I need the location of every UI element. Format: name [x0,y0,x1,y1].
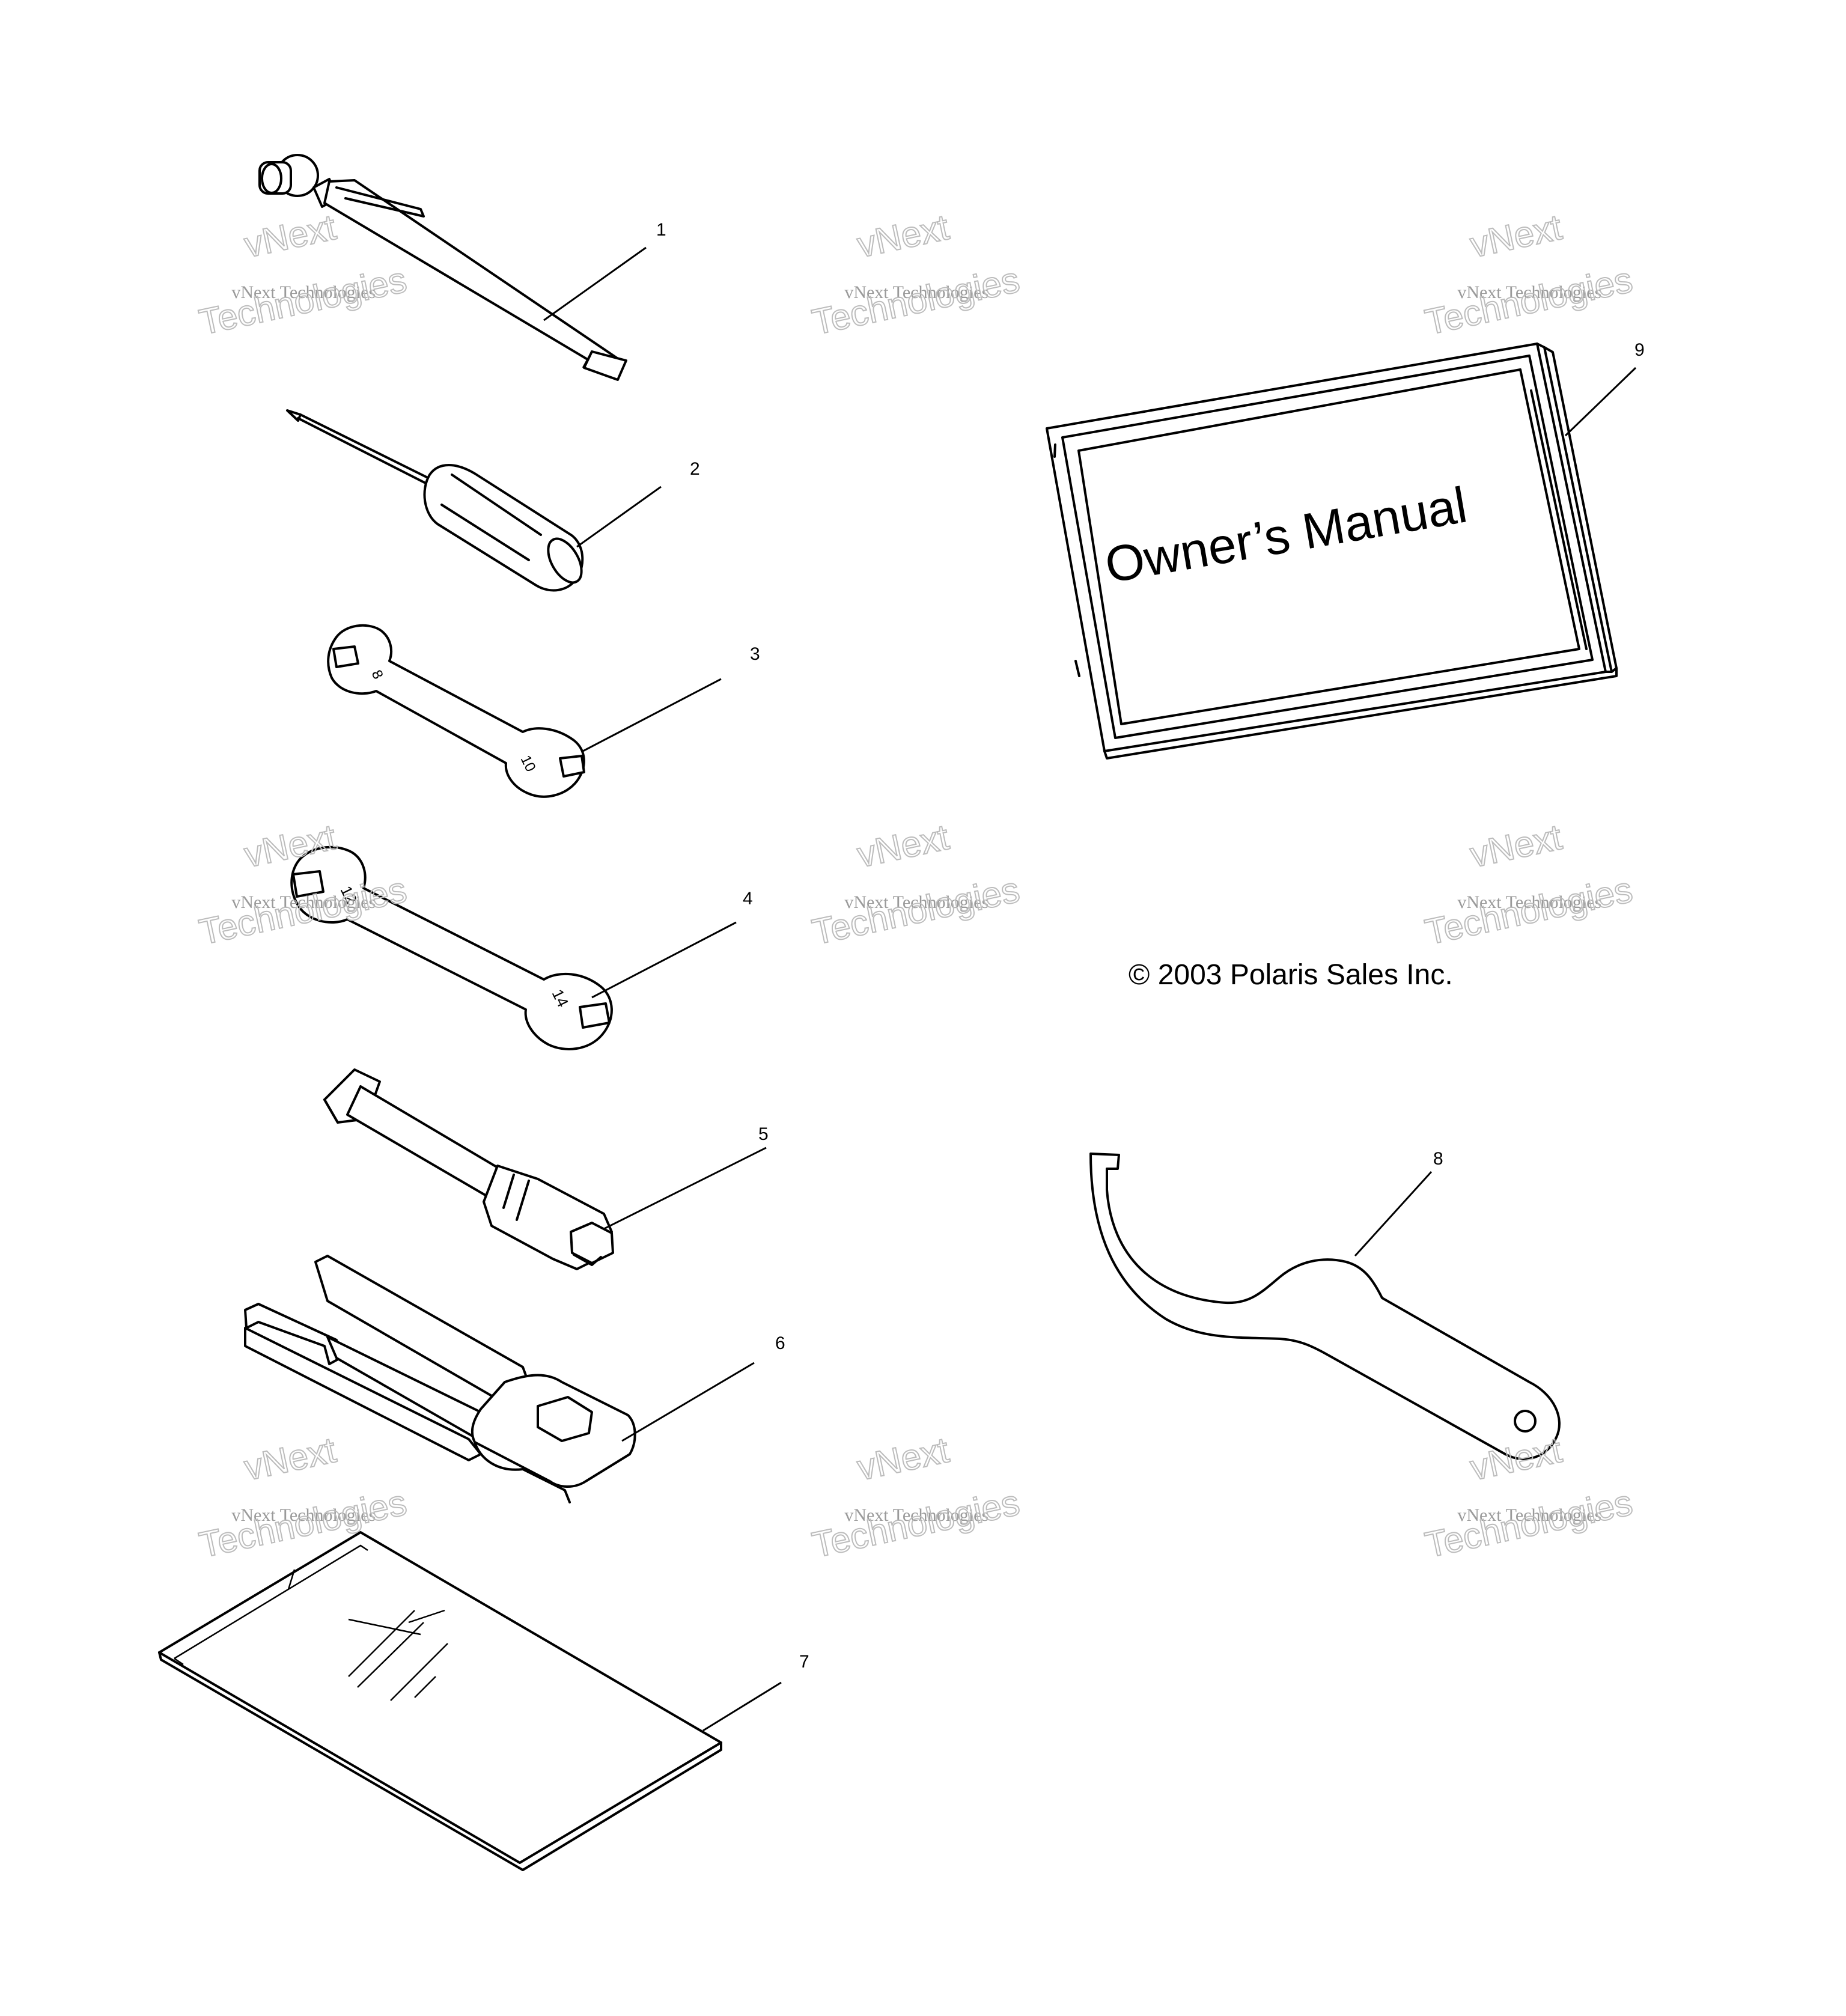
svg-text:vNext Technologies: vNext Technologies [844,282,988,302]
svg-text:vNext Technologies: vNext Technologies [1457,282,1601,302]
svg-text:Technologies: Technologies [809,260,1023,343]
copyright-notice: © 2003 Polaris Sales Inc. [1129,959,1453,991]
wrench-item-3: 8 10 [327,624,585,798]
svg-text:vNext Technologies: vNext Technologies [844,892,988,912]
wrench-item-4: 12 14 [290,845,613,1050]
watermark-mid-right: vNext vNext Technologies Technologies [1421,816,1637,953]
svg-text:Technologies: Technologies [1422,869,1636,952]
tool-bag-item-7 [158,1531,722,1871]
svg-text:Technologies: Technologies [1422,1482,1636,1565]
svg-text:vNext Technologies: vNext Technologies [231,892,376,912]
svg-text:vNext Technologies: vNext Technologies [844,1505,988,1525]
callout-4: 4 [743,889,753,909]
spanner-wrench-item-8 [1089,1153,1561,1461]
watermark-top-center: vNext vNext Technologies Technologies [808,206,1024,343]
screwdriver-item-2 [286,409,584,592]
leader-lines [543,246,1637,1732]
watermark-bottom-center: vNext vNext Technologies Technologies [808,1429,1024,1566]
svg-text:vNext: vNext [241,207,340,265]
svg-text:vNext: vNext [241,1430,340,1488]
callout-3: 3 [750,644,760,664]
callout-8: 8 [1433,1149,1443,1169]
owners-manual-item-9: Owner’s Manual [1046,343,1618,760]
callout-9: 9 [1634,340,1645,360]
svg-text:vNext: vNext [854,1430,952,1488]
svg-text:vNext: vNext [854,817,952,875]
svg-text:vNext Technologies: vNext Technologies [1457,892,1601,912]
watermark-top-right: vNext vNext Technologies Technologies [1421,206,1637,343]
callout-7: 7 [799,1652,809,1672]
svg-text:Technologies: Technologies [809,1482,1023,1565]
svg-text:Technologies: Technologies [196,260,410,343]
callout-6: 6 [775,1333,785,1353]
tire-gauge-item-1 [258,154,627,381]
callout-1: 1 [656,220,666,240]
svg-text:vNext Technologies: vNext Technologies [231,1505,376,1525]
spark-plug-socket-item-5 [323,1068,614,1270]
svg-text:vNext: vNext [1467,817,1565,875]
svg-text:Technologies: Technologies [1422,260,1636,343]
multi-tool-item-6 [244,1255,636,1503]
svg-text:vNext: vNext [1467,207,1565,265]
svg-text:vNext Technologies: vNext Technologies [231,282,376,302]
svg-text:Technologies: Technologies [809,869,1023,952]
callout-numbers: 1 2 3 4 5 6 7 8 9 [656,220,1645,1672]
callout-5: 5 [758,1124,769,1144]
watermark-mid-center: vNext vNext Technologies Technologies [808,816,1024,953]
svg-text:vNext Technologies: vNext Technologies [1457,1505,1601,1525]
callout-2: 2 [690,459,700,479]
svg-text:vNext: vNext [854,207,952,265]
watermark-bottom-right: vNext vNext Technologies Technologies [1421,1429,1637,1566]
